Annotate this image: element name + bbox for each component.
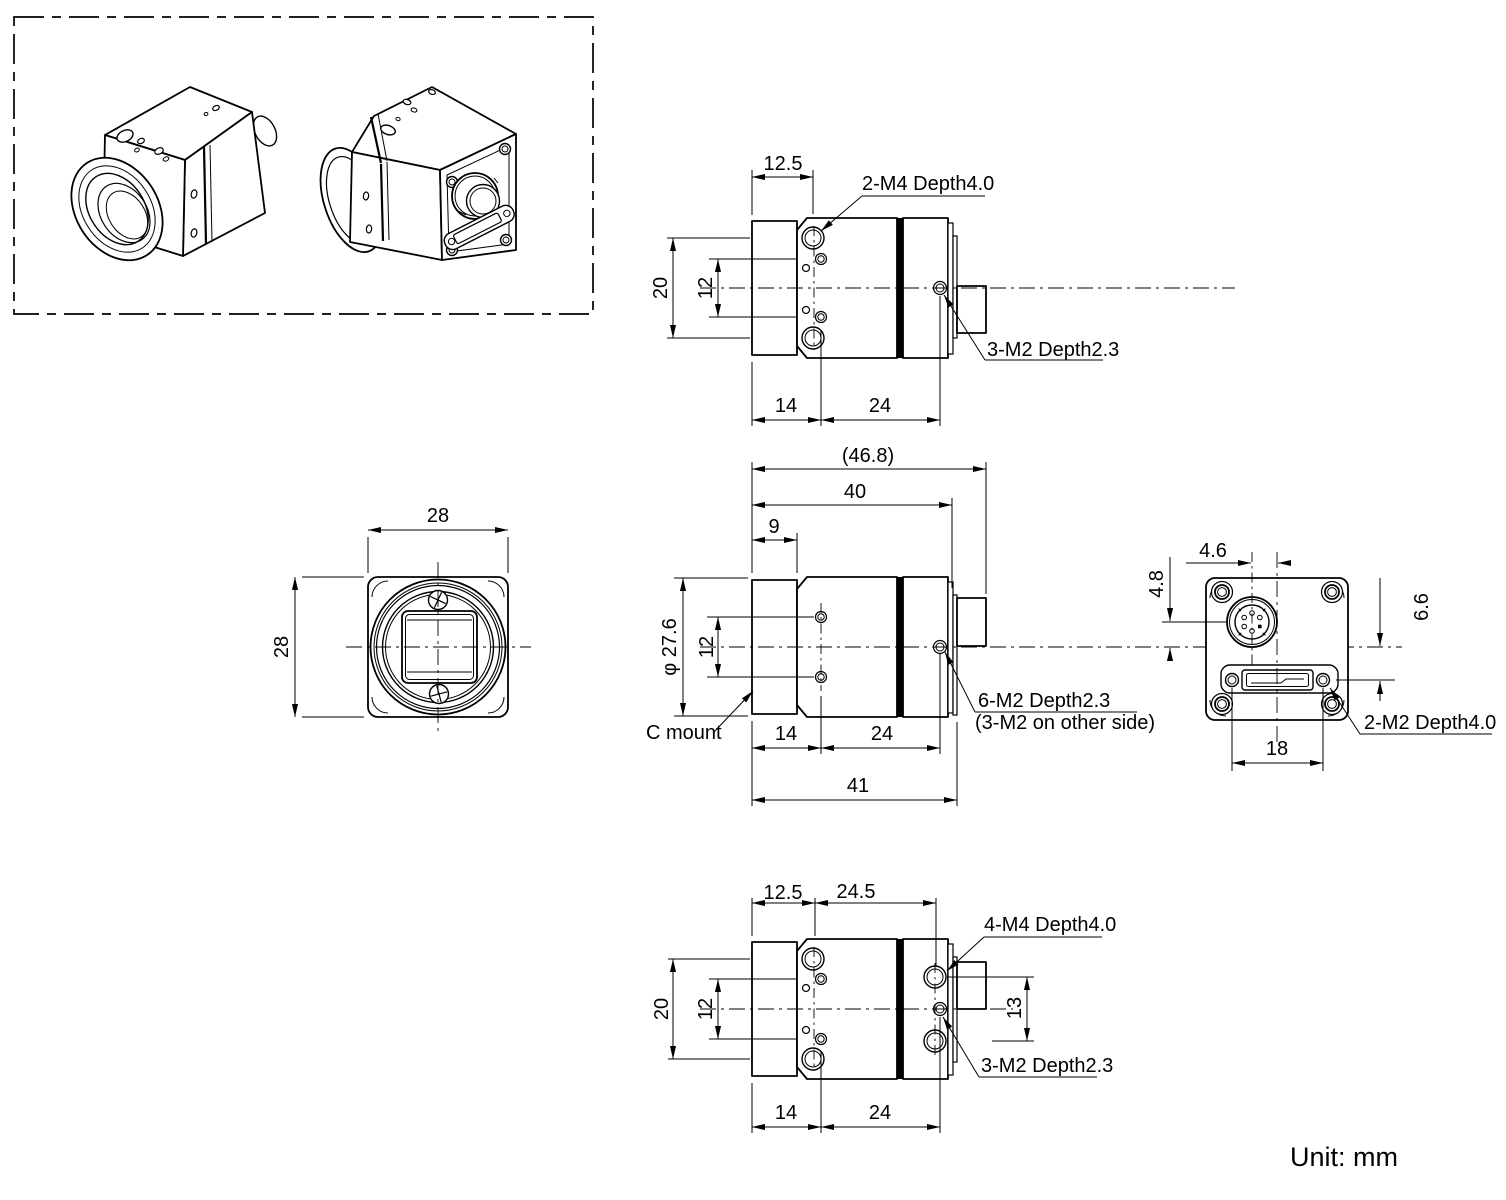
bottom-label-m2: 3-M2 Depth2.3 bbox=[981, 1055, 1113, 1077]
side-view: (46.8) 40 9 φ 27.6 12 14 24 41 C mount 6… bbox=[646, 445, 1402, 806]
top-label-m2: 3-M2 Depth2.3 bbox=[987, 339, 1119, 361]
isometric-border-box bbox=[13, 16, 594, 315]
top-view: 12.5 20 12 14 24 2-M4 Depth4.0 3-M2 Dept… bbox=[650, 153, 1235, 426]
side-dim-9: 9 bbox=[768, 516, 779, 538]
top-dim-20: 20 bbox=[650, 277, 672, 299]
iso-circular-connector bbox=[451, 172, 501, 220]
rear-view-body bbox=[1205, 577, 1349, 721]
front-bottom-screw bbox=[428, 683, 450, 705]
top-dim-14: 14 bbox=[775, 395, 797, 417]
isometric-panel bbox=[13, 16, 594, 315]
isometric-front-view bbox=[70, 86, 278, 262]
isometric-rear-view bbox=[319, 86, 517, 261]
side-dim-diameter: φ 27.6 bbox=[659, 618, 681, 675]
front-top-screw bbox=[427, 589, 449, 611]
side-label-m2-line2: (3-M2 on other side) bbox=[975, 712, 1155, 734]
side-view-dimensions bbox=[674, 462, 1137, 806]
iso-usb-connector bbox=[443, 204, 515, 251]
bottom-dim-24: 24 bbox=[869, 1102, 891, 1124]
side-label-m2-line1: 6-M2 Depth2.3 bbox=[978, 690, 1110, 712]
unit-note: Unit: mm bbox=[1290, 1142, 1398, 1172]
rear-dim-4-6: 4.6 bbox=[1199, 540, 1227, 562]
rear-view-dimensions bbox=[1162, 557, 1492, 771]
side-view-body bbox=[751, 576, 987, 718]
rear-dim-6-6: 6.6 bbox=[1411, 593, 1433, 621]
bottom-dim-24-5: 24.5 bbox=[837, 881, 876, 903]
bottom-label-m4: 4-M4 Depth4.0 bbox=[984, 914, 1116, 936]
rear-label-m2: 2-M2 Depth4.0 bbox=[1364, 712, 1496, 734]
side-dim-12: 12 bbox=[696, 636, 718, 658]
bottom-dim-12-5: 12.5 bbox=[764, 882, 803, 904]
iso-rear-top-holes bbox=[362, 88, 437, 234]
side-label-cmount: C mount bbox=[646, 722, 722, 744]
top-dim-12: 12 bbox=[695, 277, 717, 299]
bottom-dim-12: 12 bbox=[695, 998, 717, 1020]
front-view-dimensions bbox=[291, 526, 509, 718]
front-dim-width: 28 bbox=[427, 505, 449, 527]
top-view-dimensions bbox=[667, 170, 1103, 426]
bottom-view-dimensions bbox=[668, 898, 1102, 1133]
side-dim-40: 40 bbox=[844, 481, 866, 503]
top-dim-24: 24 bbox=[869, 395, 891, 417]
front-view: 28 28 bbox=[271, 505, 531, 731]
top-label-m4: 2-M4 Depth4.0 bbox=[862, 173, 994, 195]
side-dim-46-8: (46.8) bbox=[842, 445, 894, 467]
bottom-dim-14: 14 bbox=[775, 1102, 797, 1124]
rear-dim-4-8: 4.8 bbox=[1146, 570, 1168, 598]
bottom-dim-20: 20 bbox=[651, 998, 673, 1020]
iso-front-screw-holes bbox=[116, 104, 220, 238]
rear-usb-connector bbox=[1220, 664, 1339, 694]
top-dim-12-5: 12.5 bbox=[764, 153, 803, 175]
rear-dim-18: 18 bbox=[1266, 738, 1288, 760]
rear-view: 4.6 4.8 6.6 18 2-M2 Depth4.0 bbox=[1146, 540, 1496, 771]
side-dim-24: 24 bbox=[871, 723, 893, 745]
bottom-dim-13: 13 bbox=[1004, 997, 1026, 1019]
front-dim-height: 28 bbox=[271, 636, 293, 658]
side-dim-14: 14 bbox=[775, 723, 797, 745]
side-dim-41: 41 bbox=[847, 775, 869, 797]
bottom-view: 12.5 24.5 20 12 13 14 24 4-M4 Depth4.0 3… bbox=[651, 881, 1116, 1133]
